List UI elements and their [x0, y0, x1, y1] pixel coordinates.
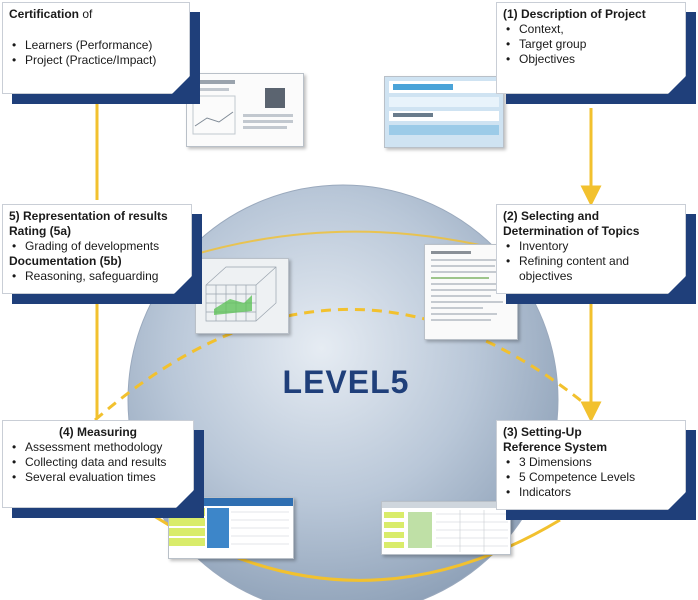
list-item: Assessment methodology [12, 440, 187, 455]
list-item: Project (Practice/Impact) [12, 53, 183, 68]
list-item: Target group [506, 37, 679, 52]
list-item: Several evaluation times [12, 470, 187, 485]
list-item: Indicators [506, 485, 679, 500]
description-list: Context, Target group Objectives [503, 22, 679, 67]
certificate-document-thumbnail [186, 73, 304, 147]
list-item: Collecting data and results [12, 455, 187, 470]
rating-list: Grading of developments [9, 239, 185, 254]
description-title: (1) Description of Project [503, 7, 646, 21]
reference-system-box: (3) Setting-Up Reference System 3 Dimens… [496, 420, 686, 510]
list-item: 5 Competence Levels [506, 470, 679, 485]
rating-grid-thumbnail [195, 258, 289, 334]
documentation-list: Reasoning, safeguarding [9, 269, 185, 284]
list-item: Refining content and objectives [506, 254, 679, 284]
list-item: Inventory [506, 239, 679, 254]
representation-of-results-box: 5) Representation of results Rating (5a)… [2, 204, 192, 294]
list-item: 3 Dimensions [506, 455, 679, 470]
measuring-box: (4) Measuring Assessment methodology Col… [2, 420, 194, 508]
certification-title: Certification of [9, 7, 93, 21]
documentation-subtitle: Documentation (5b) [9, 254, 122, 268]
representation-title: 5) Representation of results Rating (5a) [9, 209, 168, 238]
corner-fold [668, 492, 686, 510]
certification-box: Certification of Learners (Performance) … [2, 2, 190, 94]
measuring-list: Assessment methodology Collecting data a… [9, 440, 187, 485]
list-item: Learners (Performance) [12, 38, 183, 53]
description-of-project-box: (1) Description of Project Context, Targ… [496, 2, 686, 94]
selecting-title: (2) Selecting and Determination of Topic… [503, 209, 640, 238]
corner-fold [668, 76, 686, 94]
reference-list: 3 Dimensions 5 Competence Levels Indicat… [503, 455, 679, 500]
corner-fold [668, 276, 686, 294]
orbit-dashed-arc [94, 307, 591, 422]
corner-fold [172, 76, 190, 94]
center-level-label: LEVEL5 [282, 364, 410, 400]
orbit-solid-arc [169, 230, 521, 263]
selecting-list: Inventory Refining content and objective… [503, 239, 679, 284]
reference-title: (3) Setting-Up Reference System [503, 425, 608, 454]
certification-list: Learners (Performance) Project (Practice… [9, 38, 183, 68]
selecting-topics-box: (2) Selecting and Determination of Topic… [496, 204, 686, 294]
corner-fold [174, 276, 192, 294]
corner-fold [176, 490, 194, 508]
list-item: Context, [506, 22, 679, 37]
project-description-thumbnail [384, 76, 504, 148]
list-item: Grading of developments [12, 239, 185, 254]
list-item: Reasoning, safeguarding [12, 269, 185, 284]
list-item: Objectives [506, 52, 679, 67]
measuring-title: (4) Measuring [58, 425, 137, 439]
reference-matrix-thumbnail [381, 501, 511, 555]
